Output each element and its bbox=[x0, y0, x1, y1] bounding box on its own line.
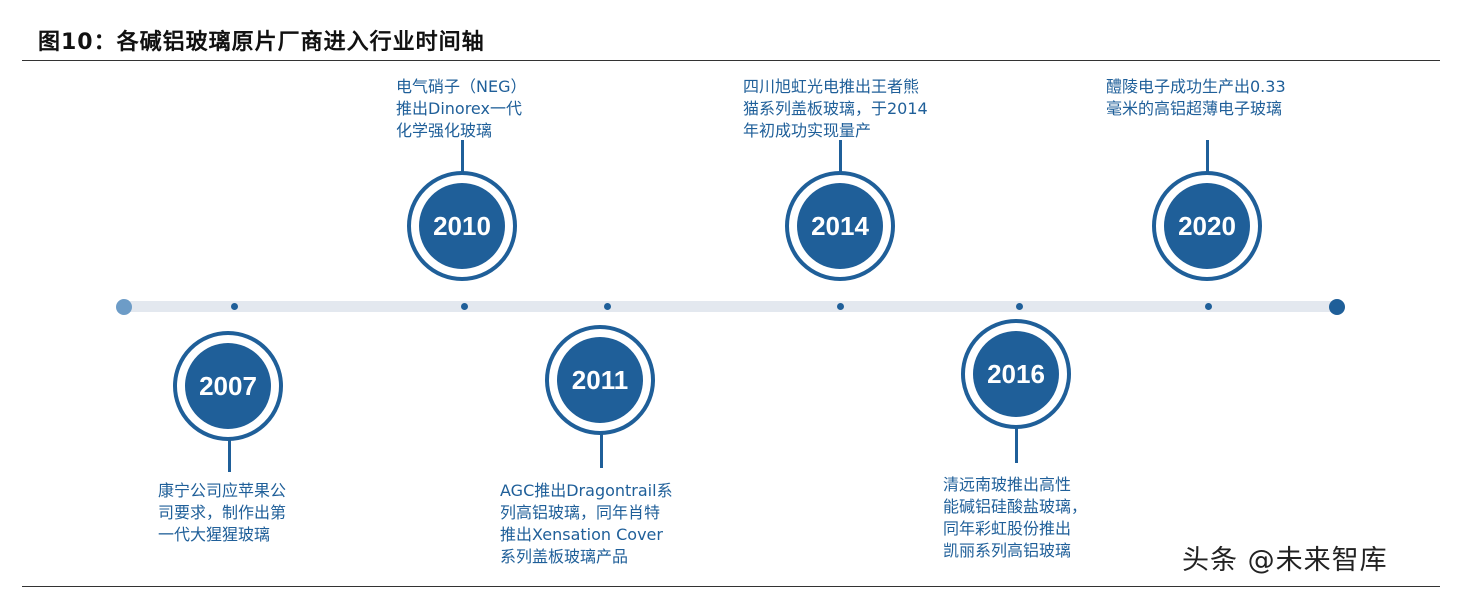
bottom-rule bbox=[22, 586, 1440, 587]
desc-line: 能碱铝硅酸盐玻璃， bbox=[943, 497, 1088, 516]
timeline-tick bbox=[604, 303, 611, 310]
event-desc-2011: AGC推出Dragontrail系 列高铝玻璃，同年肖特 推出Xensation… bbox=[500, 480, 673, 568]
timeline-start-dot bbox=[116, 299, 132, 315]
desc-line: 年初成功实现量产 bbox=[743, 121, 872, 140]
event-desc-2020: 醴陵电子成功生产出0.33 毫米的高铝超薄电子玻璃 bbox=[1106, 76, 1286, 120]
connector-2007 bbox=[228, 420, 231, 472]
year-node-2010: 2010 bbox=[407, 171, 517, 281]
desc-line: 一代大猩猩玻璃 bbox=[158, 525, 271, 544]
desc-line: 四川旭虹光电推出王者熊 bbox=[743, 77, 920, 96]
timeline-tick bbox=[231, 303, 238, 310]
year-node-2011: 2011 bbox=[545, 325, 655, 435]
desc-line: 系列盖板玻璃产品 bbox=[500, 547, 629, 566]
year-label: 2020 bbox=[1178, 210, 1236, 241]
desc-line: 同年彩虹股份推出 bbox=[943, 519, 1072, 538]
desc-line: 化学强化玻璃 bbox=[396, 121, 493, 140]
desc-line: 康宁公司应苹果公 bbox=[158, 481, 287, 500]
event-desc-2007: 康宁公司应苹果公 司要求，制作出第 一代大猩猩玻璃 bbox=[158, 480, 286, 546]
event-desc-2010: 电气硝子（NEG） 推出Dinorex一代 化学强化玻璃 bbox=[396, 76, 526, 142]
year-node-2014: 2014 bbox=[785, 171, 895, 281]
timeline-end-dot bbox=[1329, 299, 1345, 315]
timeline-track bbox=[123, 301, 1338, 312]
year-label: 2014 bbox=[811, 210, 869, 241]
desc-line: 猫系列盖板玻璃，于2014 bbox=[743, 99, 928, 118]
desc-line: 清远南玻推出高性 bbox=[943, 475, 1072, 494]
connector-2016 bbox=[1015, 408, 1018, 463]
timeline-tick bbox=[1016, 303, 1023, 310]
timeline-tick bbox=[1205, 303, 1212, 310]
connector-2020 bbox=[1206, 140, 1209, 184]
watermark: 头条 @未来智库 bbox=[1182, 545, 1388, 576]
desc-line: 凯丽系列高铝玻璃 bbox=[943, 541, 1072, 560]
timeline-tick bbox=[461, 303, 468, 310]
desc-line: 推出Xensation Cover bbox=[500, 525, 663, 544]
desc-line: 电气硝子（NEG） bbox=[396, 77, 527, 96]
desc-line: 推出Dinorex一代 bbox=[396, 99, 522, 118]
year-node-2020: 2020 bbox=[1152, 171, 1262, 281]
figure-title: 图10：各碱铝玻璃原片厂商进入行业时间轴 bbox=[38, 30, 485, 55]
year-node-2007: 2007 bbox=[173, 331, 283, 441]
connector-2014 bbox=[839, 140, 842, 184]
year-label: 2011 bbox=[571, 364, 629, 395]
timeline-tick bbox=[837, 303, 844, 310]
desc-line: AGC推出Dragontrail系 bbox=[500, 481, 673, 500]
connector-2011 bbox=[600, 414, 603, 468]
event-desc-2016: 清远南玻推出高性 能碱铝硅酸盐玻璃， 同年彩虹股份推出 凯丽系列高铝玻璃 bbox=[943, 474, 1087, 562]
year-label: 2007 bbox=[199, 370, 257, 401]
desc-line: 醴陵电子成功生产出0.33 bbox=[1106, 77, 1286, 96]
desc-line: 司要求，制作出第 bbox=[158, 503, 287, 522]
desc-line: 列高铝玻璃，同年肖特 bbox=[500, 503, 661, 522]
year-label: 2016 bbox=[987, 358, 1045, 389]
year-node-2016: 2016 bbox=[961, 319, 1071, 429]
connector-2010 bbox=[461, 140, 464, 184]
event-desc-2014: 四川旭虹光电推出王者熊 猫系列盖板玻璃，于2014 年初成功实现量产 bbox=[743, 76, 928, 142]
top-rule bbox=[22, 60, 1440, 61]
year-label: 2010 bbox=[433, 210, 491, 241]
desc-line: 毫米的高铝超薄电子玻璃 bbox=[1106, 99, 1283, 118]
